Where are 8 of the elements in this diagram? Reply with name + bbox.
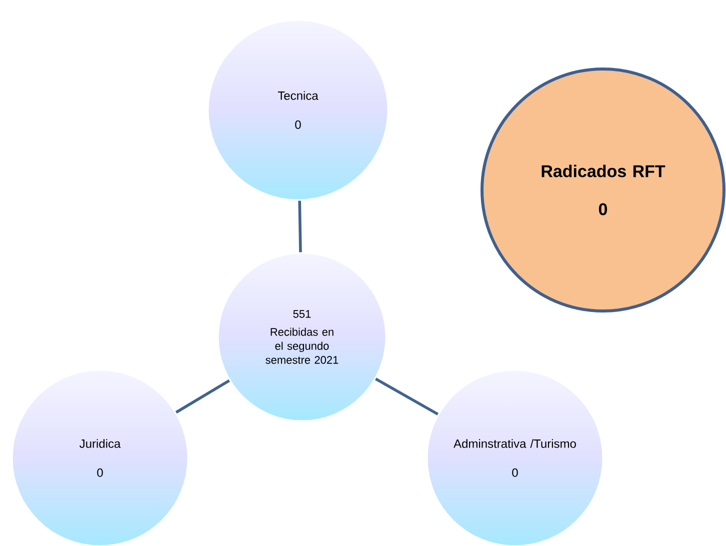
circle-node: 551 Recibidas en el segundo semestre 2021 [217,252,387,422]
connector-line [175,379,230,414]
circle-node: Tecnica 0 [207,19,389,201]
circle-node: Juridica 0 [11,369,189,546]
circle-node: Adminstrativa /Turismo 0 [426,369,604,546]
circle-node: Radicados RFT 0 [480,68,726,312]
connector-line [375,378,439,416]
connector-line [298,200,302,252]
